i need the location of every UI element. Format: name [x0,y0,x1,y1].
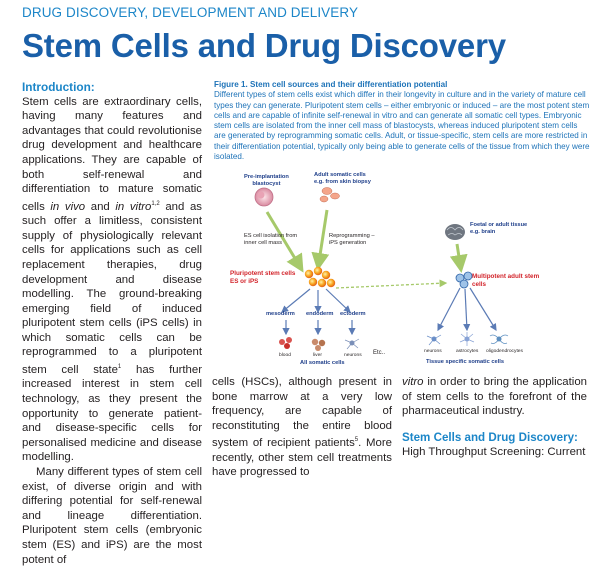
label-etc: Etc.. [373,350,386,356]
intro-text-a: Stem cells are extraordinary cells, havi… [22,95,202,213]
right-text: in order to bring the application of ste… [402,376,587,418]
citation-2: 1 [117,364,122,371]
label-foetal-line1: Foetal or adult tissue [470,222,528,228]
multipotent-cell-cluster [455,271,473,289]
arrow-astrocytes [463,288,471,332]
neuron-icon-left [344,338,360,350]
label-foetal-line2: e.g. brain [470,229,496,235]
citation-5: 5 [354,437,359,444]
label-neurons-right: neurons [424,349,442,354]
arrow-reprogramming [311,209,330,271]
types-paragraph: Many different types of stem cell exist,… [22,466,202,566]
skin-cells-icon [319,187,340,203]
right-column: vitro in order to bring the application … [402,375,587,460]
in-vitro-term: in vitro [115,200,152,213]
liver-cells-icon [311,338,326,351]
arrow-oligodendrocytes [469,287,497,332]
drug-discovery-heading: Stem Cells and Drug Discovery: [402,430,578,444]
diagram-graphics [254,187,509,351]
in-vivo-term: in vivo [50,200,86,213]
arrow-ectoderm [325,288,351,313]
label-blood: blood [279,353,291,358]
blood-cells-icon [279,337,292,349]
astrocyte-icon [459,332,475,346]
label-pluripotent-line1: Pluripotent stem cells [230,270,296,277]
label-multipotent-line2: cells [472,280,487,288]
label-reprogramming-line1: Reprogramming – [329,233,375,239]
label-preimplantation-line2: blastocyst [252,181,281,187]
label-adult-somatic-line2: e.g. from skin biopsy [314,179,371,185]
middle-column: cells (HSCs), although present in bone m… [212,375,392,480]
neuron-icon-right [426,334,442,346]
arrow-es-isolation [265,211,304,273]
hts-line: High Throughput Screening: Current [402,446,586,459]
label-es-isolation-line1: ES cell isolation from [244,233,298,239]
label-pluripotent-line2: ES or iPS [230,277,259,285]
oligodendrocyte-icon [489,334,509,344]
arrow-tissue-isolation [449,243,468,273]
middle-text-a: cells (HSCs), although present in bone m… [212,376,392,450]
label-ectoderm: ectoderm [340,311,366,317]
citation-1: 1,2 [151,200,160,207]
figure-caption: Figure 1. Stem cell sources and their di… [214,80,590,162]
intro-heading: Introduction: [22,80,95,94]
pluripotent-cell-cluster [304,266,336,288]
blastocyst-icon [254,187,274,207]
intro-text-c: has further increased interest in stem c… [22,363,202,464]
arrow-neurons-right [437,287,461,332]
label-astrocytes: astrocytes [456,349,479,354]
label-reprogramming-line2: iPS generation [329,240,367,246]
label-oligodendrocytes: oligodendrocytes [486,349,523,354]
label-preimplantation-line1: Pre-implantation [244,174,289,180]
intro-text-b: and as such offer a limitless, consisten… [22,200,202,376]
label-mesoderm: mesoderm [266,311,295,317]
left-column: Introduction: Stem cells are extraordina… [22,80,202,567]
label-reprogramming: Reprogramming –iPS generation [329,233,375,247]
label-multipotent-line1: Multipotent adult stem [472,273,540,280]
label-tissue-specific: Tissue specific somatic cells [426,359,504,365]
figure-description: Different types of stem cells exist whic… [214,90,590,162]
and-word: and [85,200,116,213]
brain-icon [445,224,465,240]
label-es-isolation-line2: inner cell mass [244,240,282,246]
arrow-pluripotent-to-multipotent [335,279,448,289]
label-all-somatic: All somatic cells [300,360,345,366]
figure-title: Figure 1. Stem cell sources and their di… [214,80,448,89]
arrow-mesoderm [281,288,311,313]
label-neurons-left: neurons [344,353,362,358]
label-adult-somatic-line1: Adult somatic cells [314,172,366,178]
intro-paragraph: Stem cells are extraordinary cells, havi… [22,95,202,465]
page-title: Stem Cells and Drug Discovery [22,27,506,64]
label-liver: liver [313,353,322,358]
section-kicker: DRUG DISCOVERY, DEVELOPMENT AND DELIVERY [22,5,359,20]
vitro-term: vitro [402,376,424,388]
label-endoderm: endoderm [306,311,334,317]
right-paragraph: vitro in order to bring the application … [402,375,587,419]
